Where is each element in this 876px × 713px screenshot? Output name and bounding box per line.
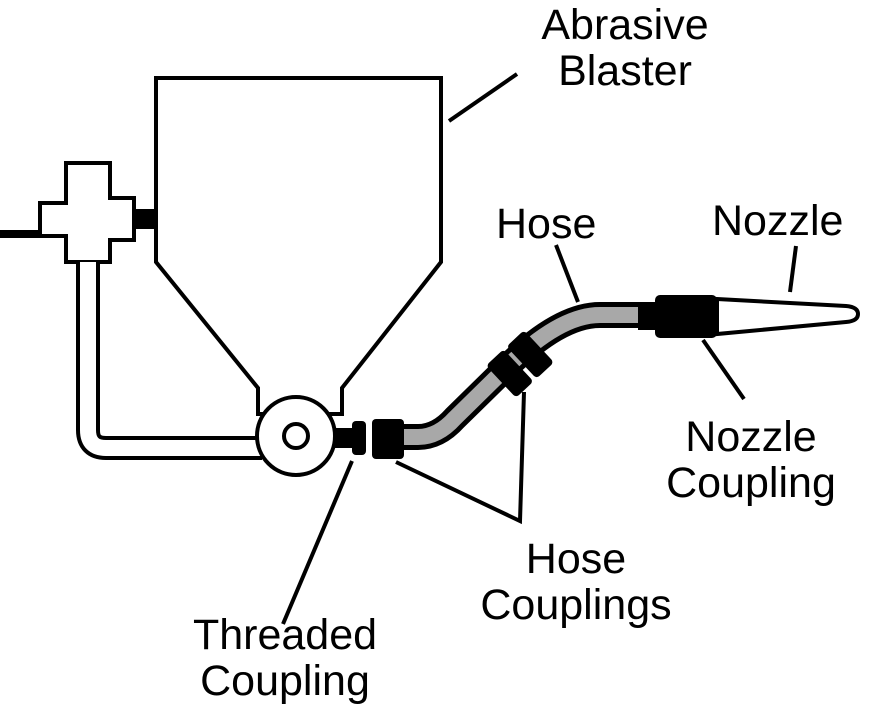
hose-coupling-1 bbox=[372, 419, 404, 459]
threaded-coupling bbox=[335, 428, 357, 448]
leader-nozzle-coupling bbox=[701, 338, 746, 401]
label-nozzle-coupling: Nozzle Coupling bbox=[666, 413, 836, 507]
label-abrasive-blaster: Abrasive Blaster bbox=[541, 1, 709, 95]
hose-coupling-2 bbox=[487, 331, 553, 397]
label-hose: Hose bbox=[496, 200, 597, 248]
leader-threaded-coupling bbox=[281, 460, 354, 625]
leader-nozzle bbox=[788, 245, 798, 293]
label-hose-couplings: Hose Couplings bbox=[480, 535, 672, 629]
label-threaded-coupling: Threaded Coupling bbox=[192, 611, 378, 705]
leader-abrasive-blaster bbox=[447, 72, 519, 123]
mixing-valve-port bbox=[282, 422, 310, 450]
label-nozzle: Nozzle bbox=[712, 197, 844, 245]
valve-connector bbox=[134, 209, 156, 229]
abrasive-blaster-tank bbox=[154, 76, 443, 416]
leader-hose-couplings bbox=[395, 391, 526, 525]
nozzle bbox=[715, 296, 861, 337]
leader-hose bbox=[554, 244, 580, 303]
nozzle-coupling bbox=[638, 302, 658, 330]
valve-fitting bbox=[38, 161, 136, 264]
